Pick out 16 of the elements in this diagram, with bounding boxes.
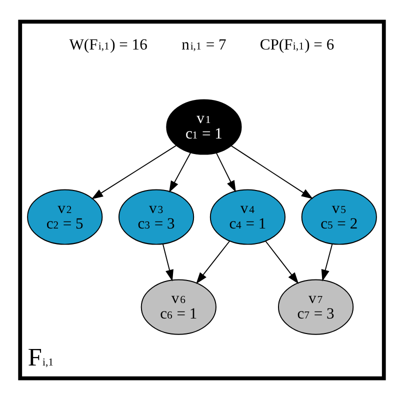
arrow	[91, 145, 177, 200]
label: W(Fi,1) = 16	[69, 36, 148, 54]
arrow	[230, 145, 314, 200]
node-ellipse: v7 c7 = 3	[278, 279, 354, 335]
node-ellipse: v4 c4 = 1	[210, 189, 286, 245]
label: CP(Fi,1) = 6	[260, 36, 334, 54]
arrow	[321, 244, 333, 282]
arrow	[196, 240, 230, 284]
node-ellipse: v1 c1 = 1	[166, 99, 242, 155]
arrow	[162, 244, 174, 282]
node-ellipse: v3 c3 = 3	[118, 189, 194, 245]
arrow	[265, 240, 299, 284]
label: ni,1 = 7	[182, 36, 226, 54]
arrow	[216, 152, 236, 192]
node-ellipse: v6 c6 = 1	[140, 279, 216, 335]
arrow	[168, 152, 191, 193]
